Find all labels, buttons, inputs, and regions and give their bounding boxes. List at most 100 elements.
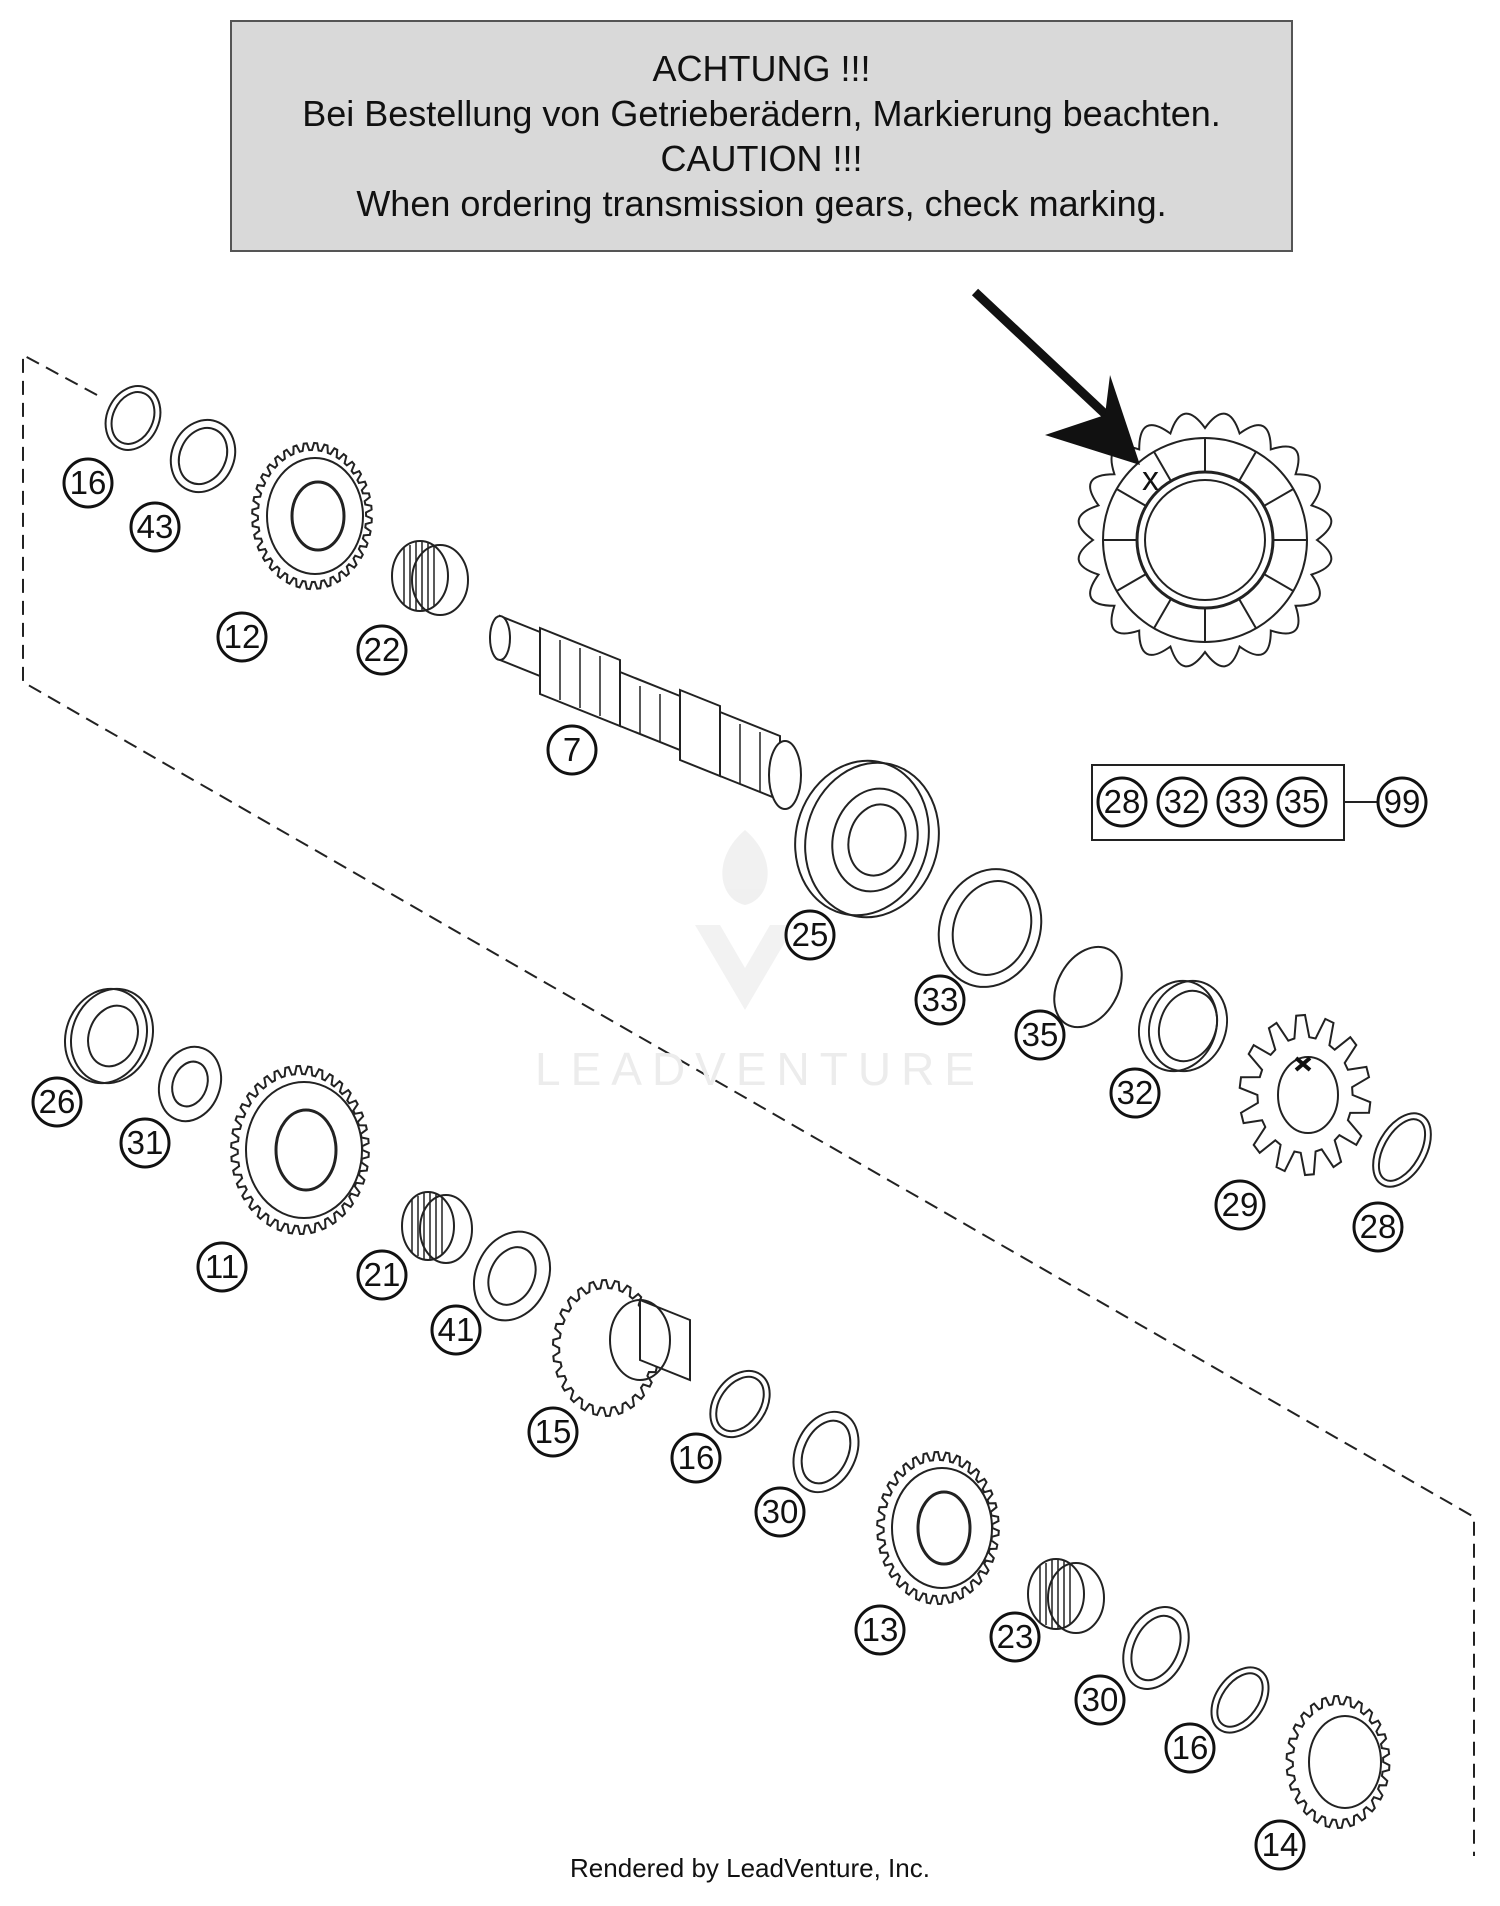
- callout-number: 35: [1022, 1016, 1059, 1053]
- callout-number: 7: [563, 731, 581, 768]
- detail-gear-spoke: [1153, 451, 1172, 482]
- washer-30-middle: [792, 1410, 860, 1494]
- ball-bearing-25: [794, 759, 940, 919]
- circlip-16-middle: [709, 1369, 771, 1439]
- gear-15: [551, 1278, 691, 1418]
- callout-number: 43: [137, 508, 174, 545]
- callout-number: 16: [678, 1439, 715, 1476]
- callout-number: 28: [1104, 783, 1141, 820]
- needle-bearing-21: [401, 1191, 473, 1264]
- needle-bearing-22: [391, 540, 469, 616]
- callout-circle: [784, 909, 836, 961]
- spacer-sleeve-32: [1137, 979, 1229, 1073]
- gear-13: [876, 1450, 1000, 1606]
- callout-32: 32: [1109, 1067, 1161, 1119]
- notice-line-2: Bei Bestellung von Getrieberädern, Marki…: [302, 93, 1221, 134]
- kit-item-33: 33: [1216, 776, 1268, 828]
- callout-33: 33: [914, 974, 966, 1026]
- callout-16: 16: [1164, 1722, 1216, 1774]
- callout-22: 22: [356, 624, 408, 676]
- caution-notice: ACHTUNG !!! Bei Bestellung von Getrieber…: [230, 20, 1293, 252]
- callout-circle: [1164, 1722, 1216, 1774]
- callout-30: 30: [754, 1486, 806, 1538]
- callout-number: 23: [997, 1618, 1034, 1655]
- o-ring-35: [1053, 945, 1123, 1029]
- washer-31: [157, 1045, 223, 1123]
- detail-gear-spoke: [1116, 488, 1147, 507]
- circlip-16-lower: [1210, 1666, 1270, 1734]
- detail-gear-spoke: [1153, 598, 1172, 629]
- callout-circle: [1014, 1009, 1066, 1061]
- callout-number: 99: [1384, 783, 1421, 820]
- callout-16: 16: [670, 1432, 722, 1484]
- callout-number: 12: [224, 618, 261, 655]
- callout-number: 14: [1262, 1826, 1299, 1863]
- callout-number: 29: [1222, 1186, 1259, 1223]
- washer-43: [169, 418, 237, 494]
- callout-25: 25: [784, 909, 836, 961]
- callout-28: 28: [1352, 1201, 1404, 1253]
- callout-number: 30: [1082, 1681, 1119, 1718]
- callout-circle: [129, 501, 181, 553]
- callout-circle: [430, 1304, 482, 1356]
- callout-circle: [1109, 1067, 1161, 1119]
- callout-circle: [1276, 776, 1328, 828]
- callout-circle: [196, 1241, 248, 1293]
- callout-circle: [1214, 1179, 1266, 1231]
- callout-7: 7: [546, 724, 598, 776]
- callout-number: 41: [438, 1311, 475, 1348]
- callout-number: 16: [70, 464, 107, 501]
- callout-circle: [356, 624, 408, 676]
- callout-circle: [1376, 776, 1428, 828]
- detail-gear-spoke: [1238, 598, 1257, 629]
- callout-number: 33: [922, 981, 959, 1018]
- callout-circle: [1352, 1201, 1404, 1253]
- shaft-group-outline: [22, 353, 1475, 1856]
- callout-number: 35: [1284, 783, 1321, 820]
- callout-16: 16: [62, 457, 114, 509]
- callout-circle: [989, 1611, 1041, 1663]
- callout-23: 23: [989, 1611, 1041, 1663]
- kit-number-99: 99: [1376, 776, 1428, 828]
- callout-circle: [62, 457, 114, 509]
- shaft-seal-33: [937, 868, 1043, 988]
- sprocket-29: [1238, 1013, 1372, 1177]
- callout-circle: [119, 1117, 171, 1169]
- kit-item-32: 32: [1156, 776, 1208, 828]
- kit-item-35: 35: [1276, 776, 1328, 828]
- callout-21: 21: [356, 1249, 408, 1301]
- footer-credit: Rendered by LeadVenture, Inc.: [570, 1853, 930, 1883]
- callout-circle: [1074, 1674, 1126, 1726]
- callout-12: 12: [216, 611, 268, 663]
- circlip-16-upper: [104, 385, 162, 451]
- callout-number: 22: [364, 631, 401, 668]
- callout-circle: [31, 1076, 83, 1128]
- callout-number: 28: [1360, 1208, 1397, 1245]
- callout-41: 41: [430, 1304, 482, 1356]
- callout-circle: [854, 1604, 906, 1656]
- gear-11: [230, 1064, 370, 1236]
- callout-number: 25: [792, 916, 829, 953]
- callout-26: 26: [31, 1076, 83, 1128]
- watermark-logo: [695, 830, 795, 1010]
- callout-number: 32: [1117, 1074, 1154, 1111]
- circlip-28: [1372, 1112, 1432, 1188]
- callout-number: 21: [364, 1256, 401, 1293]
- callout-circle: [754, 1486, 806, 1538]
- washer-30-lower: [1122, 1606, 1190, 1690]
- callout-number: 15: [535, 1413, 572, 1450]
- callout-circle: [527, 1406, 579, 1458]
- callout-15: 15: [527, 1406, 579, 1458]
- notice-line-3: CAUTION !!!: [660, 138, 863, 179]
- callout-35: 35: [1014, 1009, 1066, 1061]
- washer-41: [473, 1230, 551, 1322]
- watermark-text: LEADVENTURE: [535, 1043, 985, 1095]
- kit-item-28: 28: [1096, 776, 1148, 828]
- callout-circle: [1254, 1819, 1306, 1871]
- callout-number: 16: [1172, 1729, 1209, 1766]
- callout-circle: [1156, 776, 1208, 828]
- callout-number: 30: [762, 1493, 799, 1530]
- callout-circle: [1216, 776, 1268, 828]
